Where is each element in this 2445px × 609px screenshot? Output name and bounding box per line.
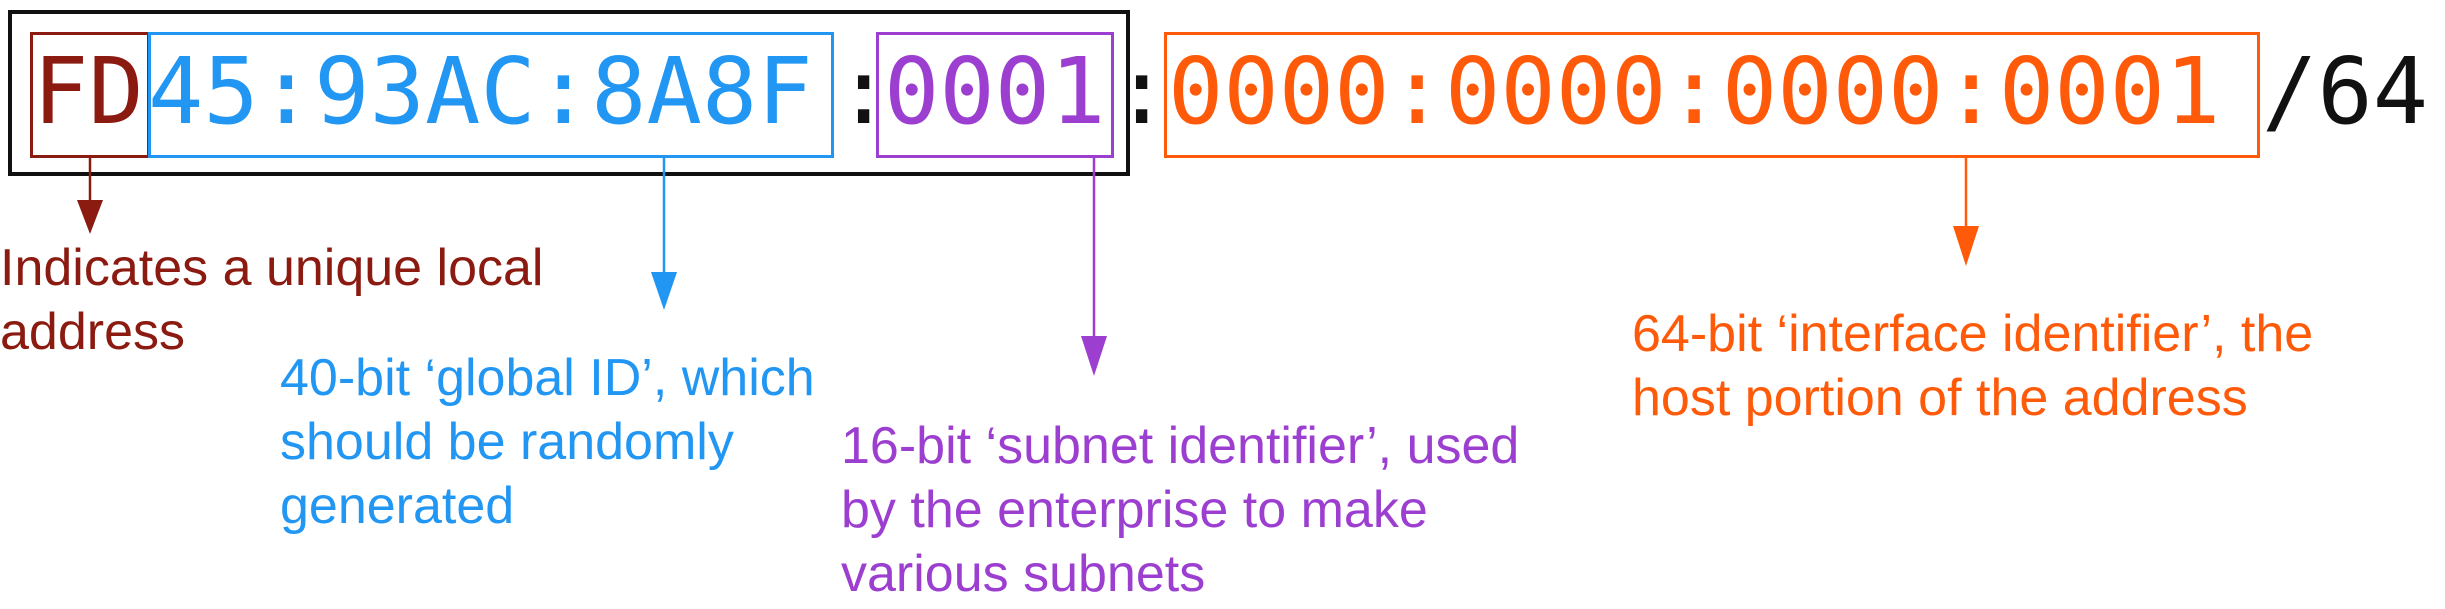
interface-id-caption-line: 64-bit ‘interface identifier’, the [1632,305,2314,363]
global-id-box [148,32,834,158]
subnet-id-arrow [1081,158,1107,376]
subnet-id-box [876,32,1114,158]
global-id-caption: 40-bit ‘global ID’, which should be rand… [280,346,815,538]
subnet-id-caption-line: by the enterprise to make [841,481,1428,539]
interface-id-arrow [1953,158,1979,266]
interface-id-caption-line: host portion of the address [1632,369,2248,427]
interface-id-text: 0000:0000:0000:0001 [1168,38,2221,145]
global-id-caption-line: generated [280,477,515,535]
interface-id-box [1164,32,2260,158]
separator-colon-1: : [836,38,892,145]
prefix-caption: Indicates a unique local address [0,236,544,364]
prefix-caption-line: address [0,303,185,361]
subnet-id-caption-line: various subnets [841,545,1206,603]
global-id-arrow [651,158,677,310]
prefix-length-text: /64 [2262,38,2429,145]
global-routing-prefix-box [8,10,1130,176]
separator-colon-2: : [1114,38,1170,145]
prefix-caption-line: Indicates a unique local [0,239,544,297]
interface-id-caption: 64-bit ‘interface identifier’, the host … [1632,302,2313,430]
prefix-fd-text: FD [33,38,144,145]
subnet-id-caption: 16-bit ‘subnet identifier’, used by the … [841,414,1519,606]
subnet-id-text: 0001 [884,38,1106,145]
global-id-caption-line: 40-bit ‘global ID’, which [280,349,815,407]
global-id-text: 45:93AC:8A8F [148,38,813,145]
subnet-id-caption-line: 16-bit ‘subnet identifier’, used [841,417,1520,475]
global-id-caption-line: should be randomly [280,413,734,471]
prefix-arrow [77,158,103,234]
